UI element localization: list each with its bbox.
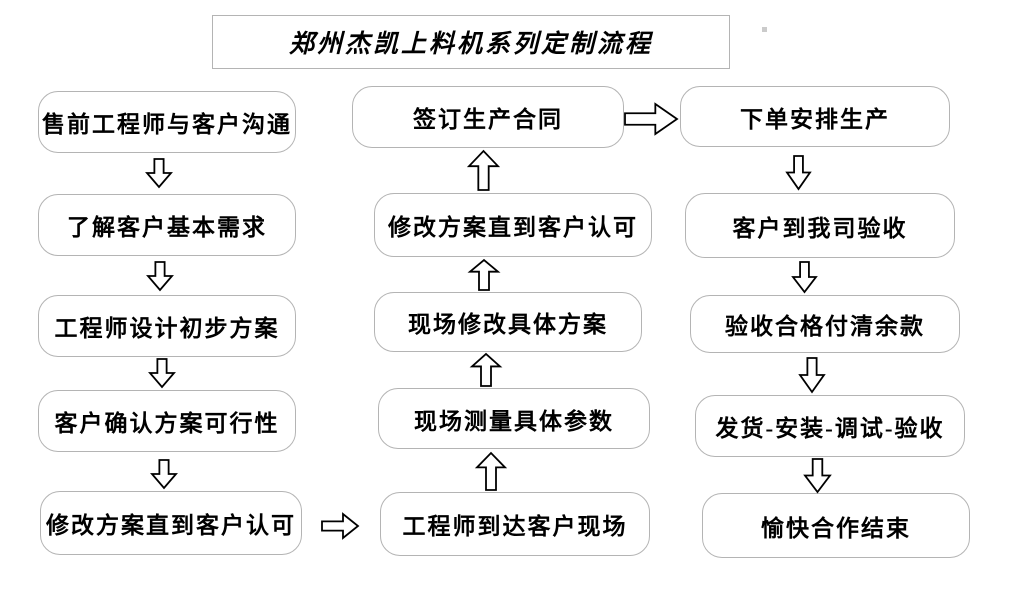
flow-step-presale-communication: 售前工程师与客户沟通	[38, 91, 296, 153]
flow-step-revise-until-approved-presale: 修改方案直到客户认可	[40, 491, 302, 555]
flow-step-label: 修改方案直到客户认可	[388, 215, 638, 240]
down-block-arrow-icon	[787, 156, 810, 189]
flow-step-confirm-feasibility: 客户确认方案可行性	[38, 390, 296, 452]
down-block-arrow-icon	[800, 358, 824, 392]
flowchart-title-box: 郑州杰凯上料机系列定制流程	[212, 15, 730, 69]
down-block-arrow-icon	[147, 159, 171, 187]
flow-step-label: 验收合格付清余款	[725, 314, 925, 339]
flow-step-label: 客户确认方案可行性	[54, 411, 280, 436]
down-block-arrow-icon	[793, 262, 816, 292]
flow-step-customer-acceptance-visit: 客户到我司验收	[685, 193, 955, 258]
flow-step-label: 发货-安装-调试-验收	[715, 416, 945, 441]
flow-step-place-order-production: 下单安排生产	[680, 86, 950, 147]
flow-step-label: 工程师设计初步方案	[54, 316, 280, 341]
flow-step-label: 现场测量具体参数	[414, 408, 614, 434]
flow-step-sign-contract: 签订生产合同	[352, 86, 624, 148]
flow-step-engineer-arrives-site: 工程师到达客户现场	[380, 492, 650, 556]
flow-step-initial-design: 工程师设计初步方案	[38, 295, 296, 357]
flow-step-understand-needs: 了解客户基本需求	[38, 194, 296, 256]
flow-step-site-measure-parameters: 现场测量具体参数	[378, 388, 650, 449]
flow-step-label: 签订生产合同	[413, 107, 563, 132]
flowchart-title: 郑州杰凯上料机系列定制流程	[288, 31, 653, 58]
flow-step-happy-cooperation-end: 愉快合作结束	[702, 493, 970, 558]
flow-step-site-modify-plan: 现场修改具体方案	[374, 292, 642, 352]
down-block-arrow-icon	[148, 262, 172, 290]
flow-step-label: 修改方案直到客户认可	[46, 513, 296, 538]
down-block-arrow-icon	[805, 459, 830, 492]
flow-step-label: 了解客户基本需求	[67, 215, 267, 240]
up-block-arrow-icon	[477, 453, 505, 490]
flow-step-label: 售前工程师与客户沟通	[42, 112, 292, 137]
artifact-dot	[762, 27, 767, 32]
flow-step-label: 客户到我司验收	[732, 215, 908, 241]
flow-step-ship-install-debug-accept: 发货-安装-调试-验收	[695, 395, 965, 457]
down-block-arrow-icon	[152, 460, 176, 488]
right-block-arrow-icon	[625, 104, 677, 134]
down-block-arrow-icon	[150, 359, 174, 387]
flow-step-label: 工程师到达客户现场	[402, 514, 628, 539]
flow-step-label: 现场修改具体方案	[408, 312, 608, 337]
flow-step-label: 愉快合作结束	[761, 515, 911, 541]
flow-step-label: 下单安排生产	[740, 106, 890, 132]
up-block-arrow-icon	[469, 151, 498, 190]
flow-step-pay-balance: 验收合格付清余款	[690, 295, 960, 353]
up-block-arrow-icon	[470, 260, 498, 290]
up-block-arrow-icon	[472, 354, 500, 386]
flow-step-revise-until-approved-onsite: 修改方案直到客户认可	[374, 193, 652, 257]
right-block-arrow-icon	[322, 514, 358, 538]
